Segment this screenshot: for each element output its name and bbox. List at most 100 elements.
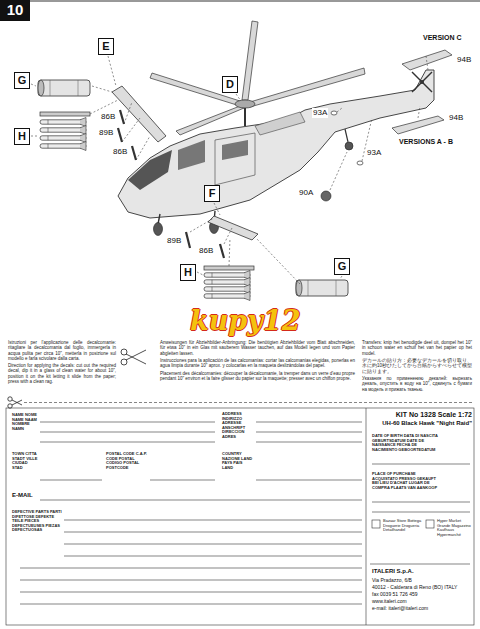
company-address: e-mail: italeri@italeri.com [372, 605, 428, 611]
weapon-stores [220, 244, 224, 258]
coupon-form [6, 403, 474, 626]
stabilizer-parts [321, 50, 452, 201]
instruction-paragraph: Anweisungen für Abziehbilder-Anbringung:… [160, 340, 355, 356]
part-letter-box: G [334, 258, 350, 275]
part-number: 93A [312, 108, 328, 118]
form-field-label: DATE OF BIRTH DATA DI NASCITA GEBURTSDAT… [372, 434, 442, 452]
leader-line [197, 272, 203, 275]
stabilizer-parts [357, 161, 363, 165]
stabilizer-parts [392, 116, 444, 134]
watermark: kupy12 [190, 305, 300, 337]
weapon-stores [40, 118, 86, 127]
leader-line [31, 56, 428, 284]
coupon-form [372, 520, 380, 528]
weapon-stores [204, 292, 250, 301]
coupon-form [20, 604, 362, 605]
weapon-stores [204, 266, 254, 270]
leader-line [124, 102, 132, 124]
part-number: 90A [298, 188, 314, 198]
instruction-paragraph: デカールの貼り方：必要なデカールを切り取り、水に約10秒ひたしてから台紙からすべ… [362, 358, 472, 374]
helicopter-fuselage [118, 70, 434, 218]
coupon-form [64, 532, 362, 533]
leader-line [337, 108, 342, 112]
part-letter: H [18, 130, 26, 142]
leader-line [31, 136, 38, 137]
weapon-stores [40, 126, 86, 135]
form-field-label: PLACE OF PURCHASE ACQUISTATO PRESSO GEKA… [372, 472, 442, 490]
weapon-stores [186, 232, 190, 248]
coupon-form [40, 480, 102, 481]
leader-line [136, 136, 150, 160]
leader-line [426, 56, 428, 70]
form-field-label: ADDRESS INDIRIZZO ADRESSE ANSCHRIFT DIRE… [222, 412, 254, 440]
leader-line [214, 203, 220, 215]
part-letter: G [18, 74, 27, 86]
helicopter-fuselage [420, 80, 424, 84]
scissors-icon [126, 350, 146, 360]
leader-line [340, 276, 342, 279]
part-letter-box: E [98, 38, 114, 55]
checkbox-label: Bazaar Store Bottega Droguerie Drogueria… [383, 519, 423, 533]
company-address: ITALERI S.p.A. [372, 568, 414, 575]
main-rotor [242, 21, 258, 100]
helicopter-fuselage [235, 100, 255, 108]
part-number: 86B [100, 112, 116, 122]
coupon-form [426, 520, 434, 528]
coupon-form [370, 564, 470, 565]
helicopter-fuselage [244, 106, 246, 126]
weapon-stores [204, 278, 250, 287]
company-address: 40012 - Calderara di Reno (BO) ITALY [372, 584, 457, 590]
checkbox-label: Hyper Market Grande Magazzino Kaufhaus H… [437, 519, 473, 537]
coupon-form [24, 402, 474, 403]
kit-number: KIT No 1328 Scale 1:72 [396, 411, 472, 419]
helicopter-fuselage [222, 140, 248, 160]
stabilizer-parts [331, 111, 337, 115]
helicopter-fuselage [178, 140, 205, 170]
leader-line [418, 106, 420, 118]
weapon-stores [118, 128, 122, 142]
helicopter-fuselage [154, 223, 163, 236]
instruction-paragraph: Указания по применению декалей: вырезать… [362, 376, 472, 392]
instruction-paragraph: Direction for applying the decals: cut o… [8, 363, 116, 384]
instruction-paragraph: Istruzioni per l'applicazione delle deca… [8, 340, 116, 361]
weapon-stores [296, 280, 348, 296]
coupon-form [256, 480, 362, 481]
part-number: 89B [166, 236, 182, 246]
weapon-stores [132, 146, 136, 160]
company-address: fax 0039 51 726 459 [372, 591, 418, 597]
coupon-form [20, 568, 362, 569]
coupon-form [40, 442, 215, 443]
coupon-form [20, 580, 362, 581]
coupon-form [372, 464, 470, 465]
form-field-label: TOWN CITTA STADT VILLE CIUDAD STAD [12, 452, 38, 470]
leader-line [229, 238, 230, 266]
scissors-icon [8, 397, 12, 401]
coupon-form [150, 480, 215, 481]
weapon-stores [40, 142, 86, 151]
part-number: 89B [98, 128, 114, 138]
scissors-icon [126, 354, 146, 364]
coupon-form [64, 556, 362, 557]
coupon-form [256, 442, 362, 443]
coupon-form [366, 408, 367, 625]
part-letter-box: D [222, 76, 238, 93]
part-number: 86B [198, 246, 214, 256]
part-letter: G [338, 260, 347, 272]
form-field-label: DEFECTIVE PARTS PARTI DIFETTOSE DEFEKTE … [12, 510, 62, 533]
helicopter-fuselage [412, 72, 432, 92]
instruction-paragraph: Transfers: knip het benodigde deel uit, … [362, 340, 472, 356]
part-letter-box: H [14, 128, 30, 145]
weapon-stores [120, 110, 124, 124]
form-field-label: NAME NOME NAME NAAM NOMBRE NAMN [12, 413, 38, 431]
step-number: 10 [7, 2, 24, 19]
part-number: 93A [366, 148, 382, 158]
part-letter: E [102, 40, 109, 52]
kit-title: UH-60 Black Hawk "Night Raid" [382, 420, 472, 427]
weapon-stores [38, 80, 348, 301]
leader-line [92, 86, 112, 92]
stabilizer-parts [402, 50, 452, 70]
leader-line [236, 94, 241, 101]
coupon-form [6, 408, 474, 625]
instruction-paragraph: Instrucciones para la aplicación de las … [160, 358, 355, 369]
helicopter-fuselage [215, 133, 255, 185]
